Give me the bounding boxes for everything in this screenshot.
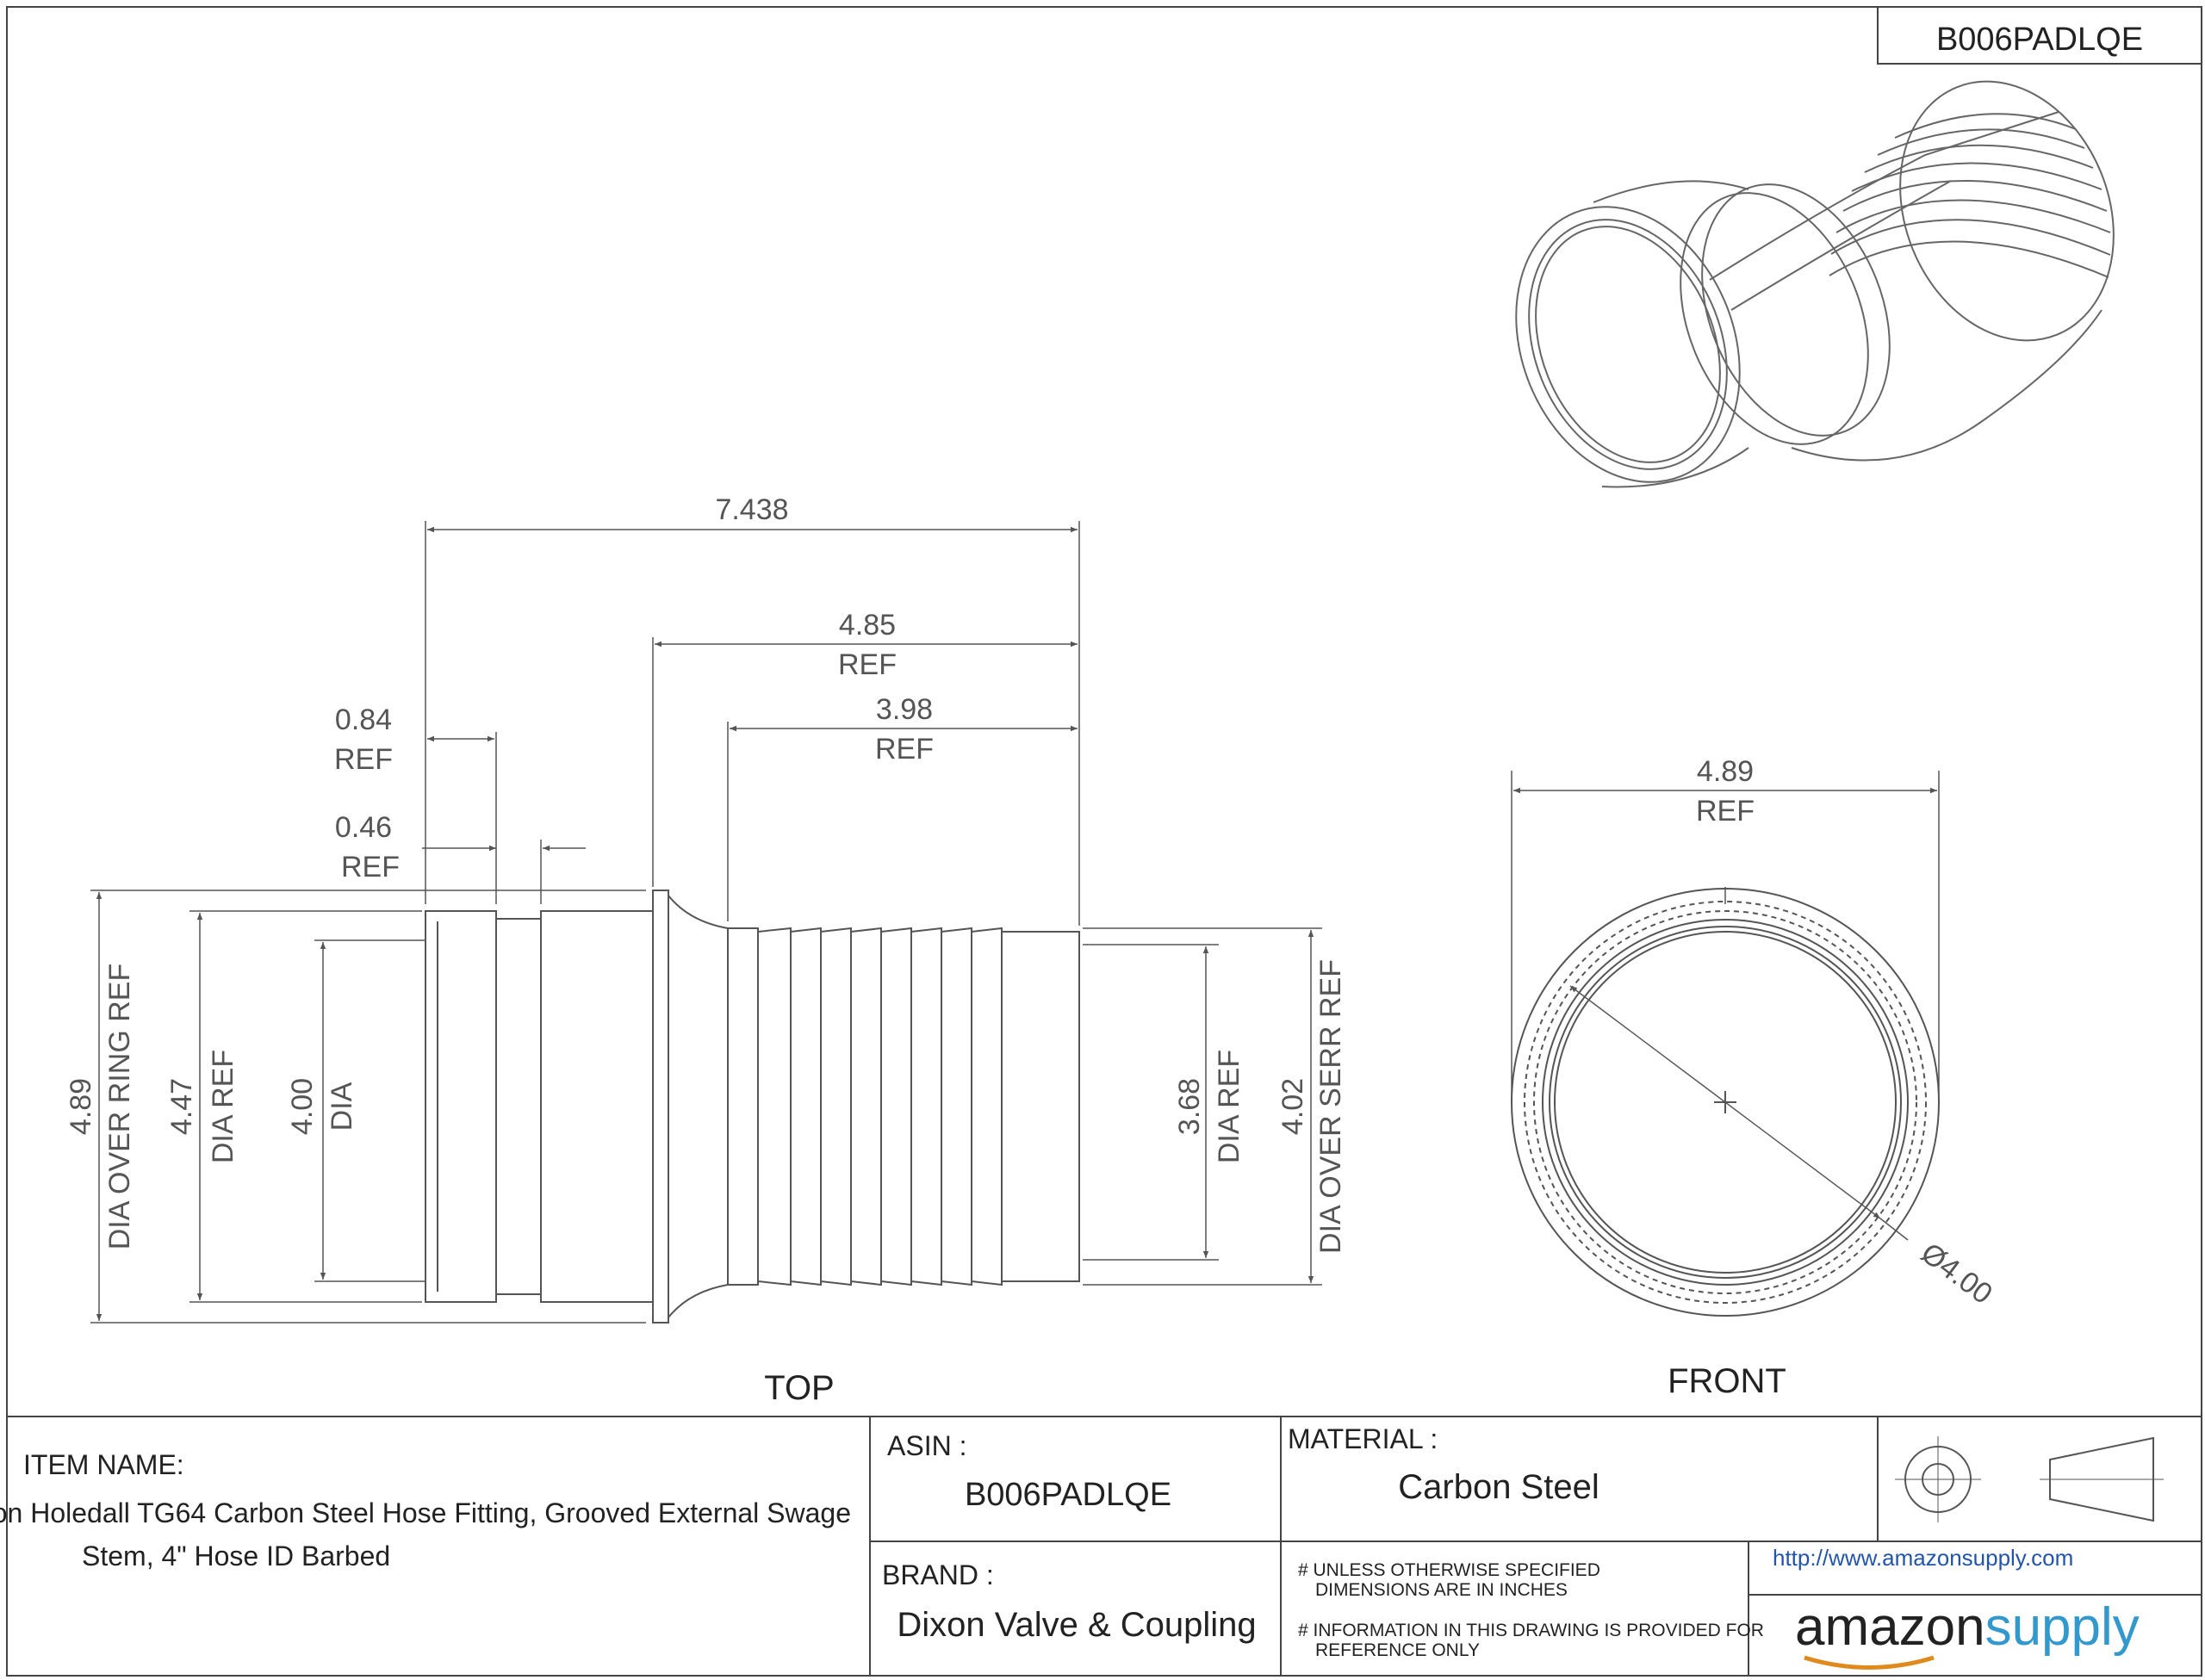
- logo-smile-icon: [1804, 1655, 1935, 1670]
- top-view-dimensions: [90, 521, 1322, 1324]
- title-block: [7, 1416, 2202, 1676]
- dim-084: 0.84: [335, 704, 392, 736]
- dim-front-width-ref: REF: [1696, 795, 1755, 828]
- front-view-label: FRONT: [1668, 1362, 1786, 1400]
- asin-label: ASIN :: [887, 1430, 966, 1461]
- dim-dia-368: 3.68: [1173, 1078, 1206, 1135]
- top-view-part: [425, 890, 1080, 1324]
- dim-front-width: 4.89: [1697, 755, 1754, 788]
- dim-dia-447-note: DIA REF: [207, 1050, 239, 1163]
- dim-dia-402-note: DIA OVER SERR REF: [1314, 959, 1347, 1254]
- note1-line2: DIMENSIONS ARE IN INCHES: [1315, 1580, 1568, 1600]
- top-view-label: TOP: [764, 1369, 835, 1407]
- sheet-border: [6, 6, 2202, 1677]
- dim-overall-length: 7.438: [715, 493, 788, 526]
- material-label: MATERIAL :: [1288, 1423, 1438, 1454]
- note1-line1: # UNLESS OTHERWISE SPECIFIED: [1298, 1560, 1600, 1580]
- title-block-text: ITEM NAME: Dixon Holedall TG64 Carbon St…: [0, 1423, 2140, 1670]
- dim-485: 4.85: [839, 609, 896, 642]
- front-view-dimensions: [1511, 771, 1940, 1241]
- brand-value: Dixon Valve & Coupling: [897, 1606, 1256, 1644]
- part-number: B006PADLQE: [1936, 22, 2143, 58]
- note2-line1: # INFORMATION IN THIS DRAWING IS PROVIDE…: [1298, 1621, 1764, 1640]
- dim-dia-368-note: DIA REF: [1213, 1050, 1245, 1163]
- dim-046: 0.46: [335, 811, 392, 844]
- item-name-label: ITEM NAME:: [23, 1449, 184, 1480]
- dim-046-ref: REF: [341, 851, 400, 883]
- logo-amazon: amazon: [1795, 1597, 1985, 1657]
- dim-485-ref: REF: [838, 648, 897, 681]
- item-name-line2: Stem, 4" Hose ID Barbed: [82, 1541, 390, 1572]
- dim-dia-447: 4.47: [165, 1078, 198, 1135]
- dim-dia-402: 4.02: [1276, 1078, 1309, 1135]
- dim-dia-489-note: DIA OVER RING REF: [103, 964, 136, 1250]
- logo-supply: supply: [1985, 1597, 2140, 1657]
- dim-398: 3.98: [876, 693, 933, 726]
- top-view-dimension-labels: 7.438 4.85 REF 3.98 REF 0.84 REF 0.46 RE…: [65, 493, 1347, 1254]
- front-view-dimension-labels: 4.89 REF Ø4.00: [1696, 755, 1998, 1311]
- amazonsupply-logo: amazonsupply: [1795, 1597, 2140, 1657]
- projection-symbol: [1895, 1436, 2164, 1522]
- part-number-box: B006PADLQE: [1877, 6, 2202, 65]
- dim-dia-489: 4.89: [65, 1078, 97, 1135]
- dim-084-ref: REF: [334, 743, 393, 776]
- material-value: Carbon Steel: [1398, 1468, 1599, 1506]
- dim-dia-400-note: DIA: [326, 1082, 358, 1131]
- dim-dia-400: 4.00: [286, 1078, 319, 1135]
- brand-label: BRAND :: [882, 1559, 994, 1590]
- isometric-view: [1515, 80, 2115, 488]
- front-view-part: [1511, 887, 1940, 1317]
- asin-value: B006PADLQE: [965, 1477, 1171, 1513]
- note2-line2: REFERENCE ONLY: [1315, 1640, 1480, 1660]
- dim-398-ref: REF: [875, 733, 934, 766]
- dim-front-dia: Ø4.00: [1915, 1237, 1998, 1311]
- supplier-url[interactable]: http://www.amazonsupply.com: [1773, 1545, 2073, 1571]
- item-name-line1: Dixon Holedall TG64 Carbon Steel Hose Fi…: [0, 1497, 851, 1528]
